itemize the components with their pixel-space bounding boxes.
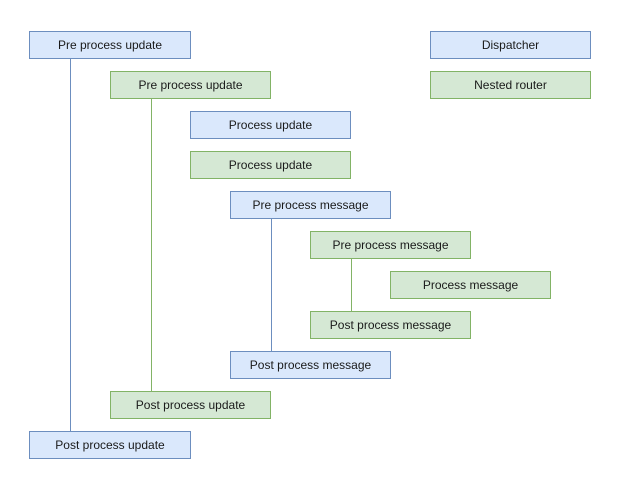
node-pre-process-message-dispatcher[interactable]: Pre process message [230,191,391,219]
node-pre-process-message-nested[interactable]: Pre process message [310,231,471,259]
node-post-process-update-nested[interactable]: Post process update [110,391,271,419]
node-post-process-message-dispatcher[interactable]: Post process message [230,351,391,379]
edge-nested-pre-process-update-to-post-process-update [151,99,152,391]
node-pre-process-update-nested[interactable]: Pre process update [110,71,271,99]
edge-nested-pre-process-message-to-post-process-message [351,259,352,311]
edge-pre-process-update-to-post-process-update [70,59,71,431]
node-pre-process-update-dispatcher[interactable]: Pre process update [29,31,191,59]
node-process-message-nested[interactable]: Process message [390,271,551,299]
edge-pre-process-message-to-post-process-message [271,219,272,351]
legend-item-nested-router: Nested router [430,71,591,99]
legend-item-dispatcher: Dispatcher [430,31,591,59]
node-process-update-dispatcher[interactable]: Process update [190,111,351,139]
node-post-process-update-dispatcher[interactable]: Post process update [29,431,191,459]
node-process-update-nested[interactable]: Process update [190,151,351,179]
node-post-process-message-nested[interactable]: Post process message [310,311,471,339]
